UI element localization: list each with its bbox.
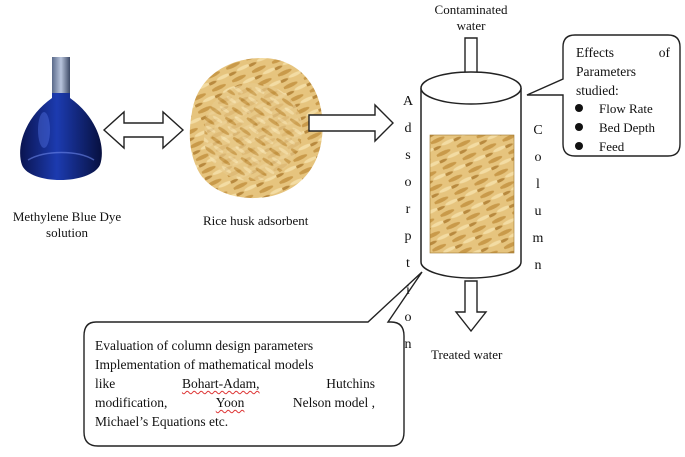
rice-husk-image xyxy=(189,58,323,199)
adsorption-letter: o xyxy=(404,310,412,325)
outlet-arrow xyxy=(454,280,488,333)
effects-item: Feed xyxy=(571,137,655,156)
adsorption-letter: t xyxy=(406,256,410,271)
column-letter: l xyxy=(536,177,540,192)
column-husk-bed xyxy=(429,134,515,254)
line3-word2: Bohart-Adam, xyxy=(181,376,260,391)
adsorption-letter: r xyxy=(405,202,411,217)
adsorption-letter: o xyxy=(404,175,412,190)
line4-word2: Yoon xyxy=(215,395,245,410)
dye-flask-image xyxy=(20,57,102,180)
adsorption-letter: n xyxy=(404,337,412,352)
line4-word1: modification, xyxy=(95,395,168,410)
contaminated-water-label: Contaminated water xyxy=(418,2,524,34)
adsorption-letter: p xyxy=(404,229,412,244)
input-label-line1: Contaminated xyxy=(434,2,508,17)
line3-word1: like xyxy=(95,376,116,391)
dye-label-line2: solution xyxy=(46,225,88,240)
evaluation-callout-shape xyxy=(83,271,423,447)
effects-item: Bed Depth xyxy=(571,118,655,137)
effects-item: Flow Rate xyxy=(571,99,655,118)
input-label-line2: water xyxy=(456,18,486,33)
column-letter: n xyxy=(534,258,542,273)
parameters-word: Parameters xyxy=(576,64,636,79)
adsorption-letter: A xyxy=(402,94,414,109)
evaluation-line3: like Bohart-Adam, Hutchins xyxy=(95,374,375,393)
evaluation-line4: modification, Yoon Nelson model , xyxy=(95,393,375,412)
studied-word: studied: xyxy=(576,83,619,98)
adsorption-letter: i xyxy=(406,283,410,298)
column-letter: C xyxy=(533,123,543,138)
evaluation-line1: Evaluation of column design parameters xyxy=(95,338,314,353)
effects-list: Flow Rate Bed Depth Feed xyxy=(571,99,655,156)
column-letter: m xyxy=(532,231,544,246)
evaluation-line2: Implementation of mathematical models xyxy=(95,357,314,372)
line3-word3: Hutchins xyxy=(326,376,375,391)
dye-label-line1: Methylene Blue Dye xyxy=(12,209,122,224)
line4-word3: Nelson model , xyxy=(292,395,375,410)
dye-label: Methylene Blue Dye solution xyxy=(2,209,132,241)
effects-heading: Effects of Parameters studied: xyxy=(576,43,670,100)
of-word: of xyxy=(658,45,670,60)
evaluation-line5: Michael’s Equations etc. xyxy=(95,414,229,429)
treated-water-label: Treated water xyxy=(431,347,503,362)
column-letter: u xyxy=(534,204,542,219)
adsorption-letter: d xyxy=(404,121,412,136)
effects-callout-shape xyxy=(526,34,681,157)
evaluation-text: Evaluation of column design parameters I… xyxy=(95,336,375,431)
effects-word: Effects xyxy=(576,45,614,60)
adsorption-column xyxy=(420,71,522,279)
adsorbent-label: Rice husk adsorbent xyxy=(203,213,309,228)
adsorption-letter: s xyxy=(405,148,411,163)
double-arrow xyxy=(102,110,185,150)
column-letter: o xyxy=(534,150,542,165)
arrow-to-column xyxy=(308,103,394,143)
